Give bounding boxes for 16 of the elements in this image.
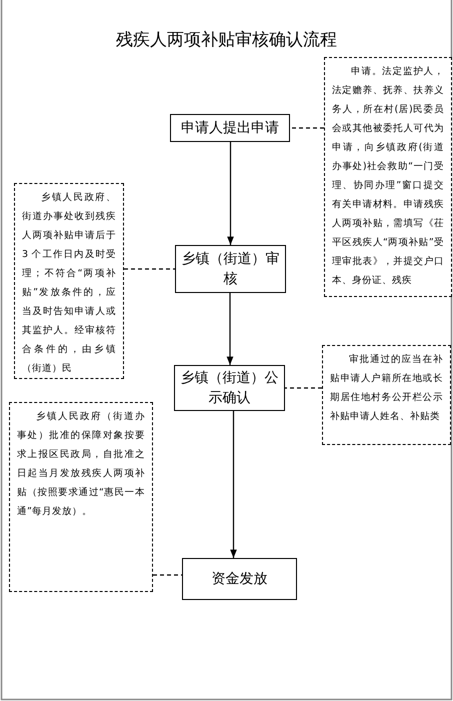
arrow: [227, 142, 234, 245]
note-box: 申请。法定监护人，法定赡养、抚养、扶养义务人，所在村(居)民委员会或其他被委托人可代为申请，向乡镇政府(街道办事处)社会救助“一门受理、协同办理”窗口提交有关申请材料。申请残疾人两项补贴，需填写《茌平区残疾人“两项补贴”受理审批表》，并提交户口本、身份证、残疾: [324, 57, 452, 297]
arrow: [230, 411, 237, 558]
note-box: 审批通过的应当在补贴申请人户籍所在地或长期居住地村务公开栏公示补贴申请人姓名、补贴类: [322, 345, 451, 445]
process-box: 乡镇（街道）审核: [175, 245, 286, 293]
connector-line: [153, 574, 182, 576]
connector-line: [285, 387, 322, 389]
arrow: [226, 293, 234, 365]
note-box: 乡镇人民政府、街道办事处收到残疾人两项补贴申请后于3 个工作日内及时受理；不符合“两项补贴”发放条件的，应当及时告知申请人或其监护人。经审核符合条件的，由乡镇（街道）民: [14, 183, 124, 379]
process-box: 乡镇（街道）公示确认: [174, 365, 285, 411]
process-box: 申请人提出申请: [170, 114, 290, 142]
title: 残疾人两项补贴审核确认流程: [115, 29, 338, 51]
connector-line: [124, 268, 175, 270]
process-box: 资金发放: [182, 558, 297, 600]
note-box: 乡镇人民政府（街道办事处）批准的保障对象按要求上报区民政局，自批准之日起当月发放残疾人两项补贴（按照要求通过“惠民一本通”每月发放）。: [9, 402, 153, 592]
connector-line: [290, 127, 324, 129]
